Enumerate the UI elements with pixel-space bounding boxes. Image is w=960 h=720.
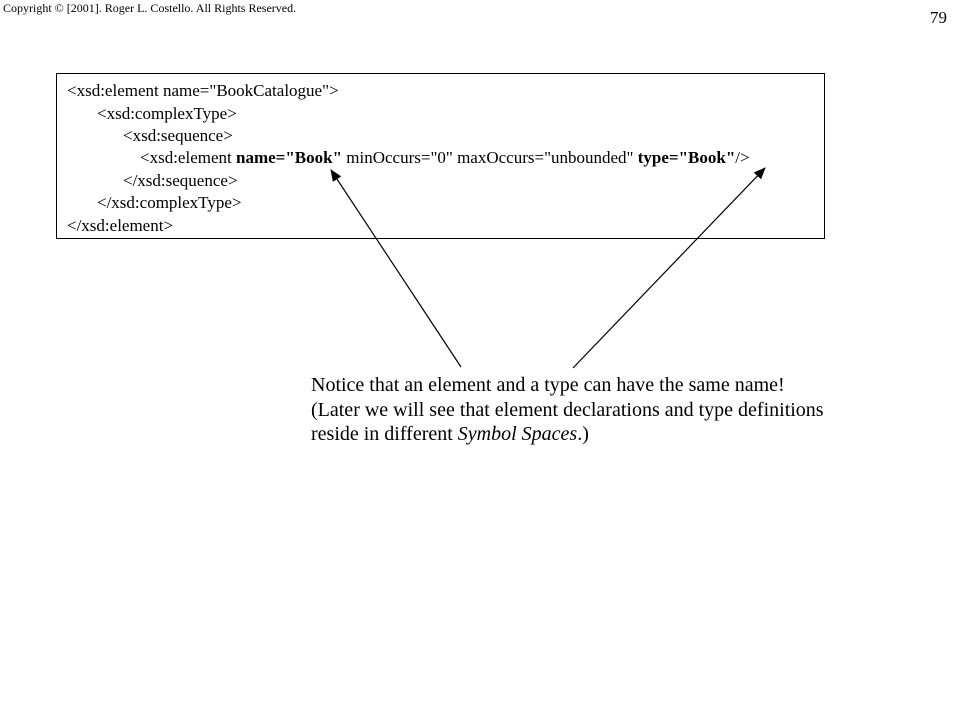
code-line-4-suffix: /> [735,148,750,167]
code-line-2: <xsd:complexType> [97,104,237,123]
note-line-2: (Later we will see that element declarat… [311,398,824,421]
arrow-to-name [330,169,462,368]
code-line-5: </xsd:sequence> [123,171,238,190]
note-line-3: reside in different Symbol Spaces.) [311,422,824,447]
code-line-4: <xsd:element name="Book" minOccurs="0" m… [140,148,750,168]
type-attribute: type="Book" [637,148,736,167]
code-line-4-prefix: <xsd:element [140,148,236,167]
page-number: 79 [930,8,947,27]
note-line-1: Notice that an element and a type can ha… [311,374,785,396]
name-attribute: name="Book" [235,148,343,167]
arrow-to-type [572,167,766,369]
note-line-3-prefix: reside in different [311,423,458,445]
note-line-3-suffix: .) [577,423,589,445]
copyright-notice: Copyright © [2001]. Roger L. Costello. A… [3,1,297,15]
code-line-3: <xsd:sequence> [123,126,233,145]
code-line-7: </xsd:element> [67,216,174,235]
code-line-4-middle: minOccurs="0" maxOccurs="unbounded" [342,148,638,167]
code-box: <xsd:element name="BookCatalogue"> <xsd:… [56,73,825,239]
code-line-6: </xsd:complexType> [97,193,242,212]
note-text: Notice that an element and a type can ha… [311,373,824,447]
symbol-spaces-emphasis: Symbol Spaces [457,423,578,445]
code-line-1: <xsd:element name="BookCatalogue"> [67,81,339,100]
